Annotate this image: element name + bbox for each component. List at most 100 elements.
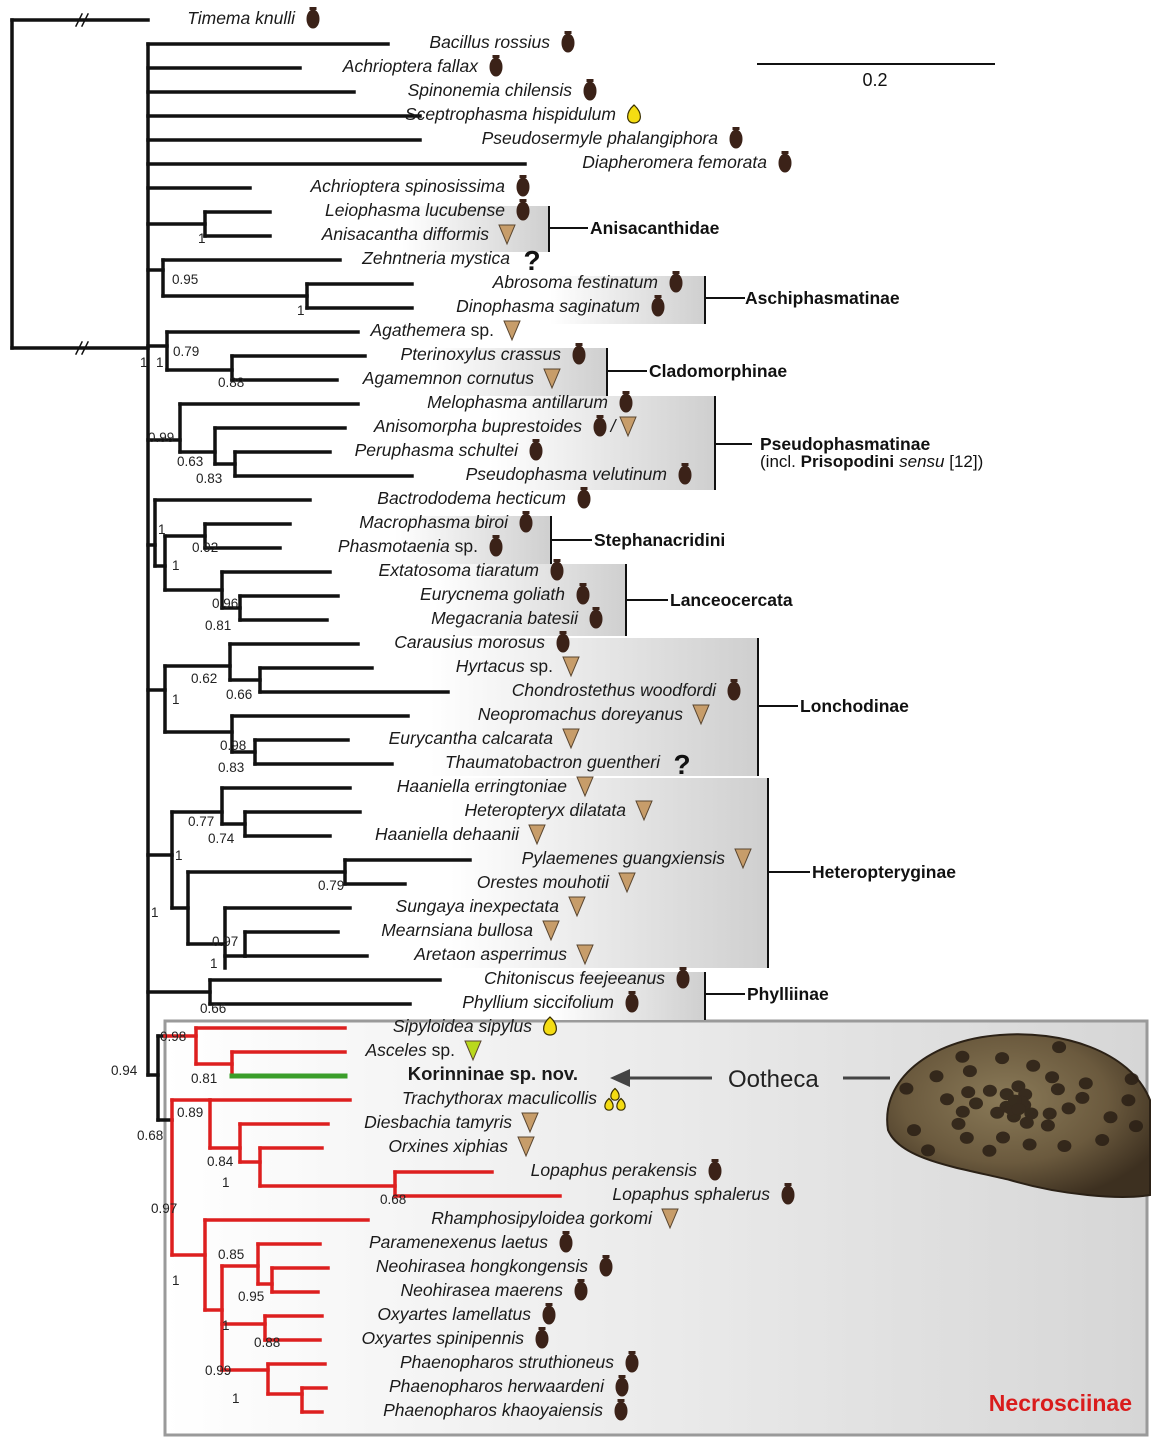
taxon-label: Phaenopharos herwaardeni [389,1376,605,1396]
taxon-name: Neopromachus doreyanus [478,704,684,724]
taxon-label: Sceptrophasma hispidulum [405,104,616,124]
capsule-egg-icon [490,55,503,77]
taxon-name: Orxines xiphias [388,1136,508,1156]
capsule-egg-icon [578,487,591,509]
ootheca-spot [1051,1083,1065,1095]
ootheca-spot [1095,1134,1109,1146]
taxon-label: Peruphasma schultei [355,440,520,460]
ootheca-spot [982,1145,996,1157]
taxon-name: Dinophasma saginatum [456,296,640,316]
taxon-label: Agamemnon cornutus [362,368,534,388]
ootheca-spot [956,1106,970,1118]
taxon-label: Phyllium siccifolium [462,992,614,1012]
ootheca-spot [995,1052,1009,1064]
taxon-name: Carausius morosus [394,632,545,652]
taxon-label: Aretaon asperrimus [413,944,567,964]
support-value: 0.95 [238,1289,264,1304]
taxon-name: Haaniella dehaanii [375,824,520,844]
support-value: 0.84 [207,1154,234,1169]
support-value: 0.68 [137,1128,163,1143]
ootheca-spot [983,1085,997,1097]
taxon-label: Haaniella erringtoniae [397,776,568,796]
taxon-name: Neohirasea hongkongensis [376,1256,588,1276]
ootheca-spot [1121,1094,1135,1106]
taxon-name: Megacrania batesii [431,608,579,628]
taxon-label: Leiophasma lucubense [325,200,505,220]
ootheca-spot [1024,1108,1038,1120]
taxon-label: Pylaemenes guangxiensis [522,848,726,868]
support-value: 0.97 [151,1201,177,1216]
support-value: 0.81 [191,1071,217,1086]
capsule-egg-icon [517,199,530,221]
taxon-name: Trachythorax maculicollis [402,1088,597,1108]
taxon-name: Oxyartes lamellatus [377,1304,531,1324]
ootheca-spot [940,1093,954,1105]
taxon-name: Oxyartes spinipennis [362,1328,525,1348]
taxon-label: Phaenopharos khaoyaiensis [383,1400,603,1420]
taxon-name: Peruphasma schultei [355,440,520,460]
ootheca-spot [899,1083,913,1095]
taxon-label: Bacillus rossius [429,32,550,52]
ootheca-spot [1075,1092,1089,1104]
capsule-egg-icon [620,391,633,413]
ootheca-spot [960,1132,974,1144]
support-value: 1 [222,1175,230,1190]
ootheca-spot [930,1070,944,1082]
taxon-name: Orestes mouhotii [477,872,610,892]
support-value: 0.88 [218,375,244,390]
taxon-label: Chitoniscus feejeeanus [484,968,665,988]
taxon-name: Paramenexenus laetus [369,1232,548,1252]
taxon-name: Pterinoxylus crassus [401,344,562,364]
taxon-label: Melophasma antillarum [427,392,608,412]
support-value: 1 [198,231,206,246]
support-value: 1 [140,355,148,370]
support-value: 0.88 [254,1335,280,1350]
taxon-name: Sceptrophasma hispidulum [405,104,616,124]
taxon-name: Macrophasma biroi [359,512,509,532]
pseudophasmatinae-note: (incl. Prisopodinisensu [12]) [760,452,983,471]
taxon-label: Trachythorax maculicollis [402,1088,597,1108]
taxon-name: Pylaemenes guangxiensis [522,848,726,868]
support-value: 0.98 [220,738,246,753]
taxon-label: Phasmotaenia sp. [338,536,478,556]
taxon-name: Phasmotaenia [338,536,450,556]
taxon-suffix: sp. [450,536,478,556]
taxon-label: Heteropteryx dilatata [465,800,627,820]
capsule-egg-icon [730,127,743,149]
support-value: 1 [158,522,166,537]
taxon-label: Sipyloidea sipylus [393,1016,532,1036]
support-value: 0.99 [148,430,174,445]
taxon-label: Carausius morosus [394,632,545,652]
ootheca-spot [963,1065,977,1077]
support-value: 0.95 [172,272,198,287]
drop-egg-icon [628,105,641,123]
capsule-egg-icon [551,559,564,581]
clade-label-anisacanthidae: Anisacanthidae [590,218,720,238]
support-value: 1 [151,905,159,920]
taxon-suffix: sp. [525,656,553,676]
taxon-label: Extatosoma tiaratum [379,560,539,580]
taxon-name: Zehntneria mystica [361,248,510,268]
capsule-egg-icon [779,151,792,173]
ootheca-spot [1079,1077,1093,1089]
capsule-egg-icon [307,7,320,29]
taxon-name: Thaumatobactron guentheri [445,752,661,772]
taxon-label: Pseudophasma velutinum [466,464,667,484]
taxon-name: Phaenopharos herwaardeni [389,1376,605,1396]
ootheca-spot [952,1118,966,1130]
taxon-label: Neohirasea maerens [401,1280,564,1300]
taxon-name: Achrioptera spinosissima [309,176,505,196]
ootheca-spot [1052,1041,1066,1053]
taxon-name: Anisomorpha buprestoides [373,416,582,436]
taxon-name: Neohirasea maerens [401,1280,564,1300]
taxon-label: Diesbachia tamyris [364,1112,512,1132]
capsule-egg-icon [520,511,533,533]
note-italic: sensu [899,452,945,471]
taxon-name: Aretaon asperrimus [413,944,567,964]
taxon-name: Achrioptera fallax [342,56,479,76]
support-value: 0.79 [318,878,344,893]
capsule-egg-icon [517,175,530,197]
support-value: 0.97 [212,934,238,949]
taxon-label: Macrophasma biroi [359,512,509,532]
ootheca-spot [1129,1120,1143,1132]
